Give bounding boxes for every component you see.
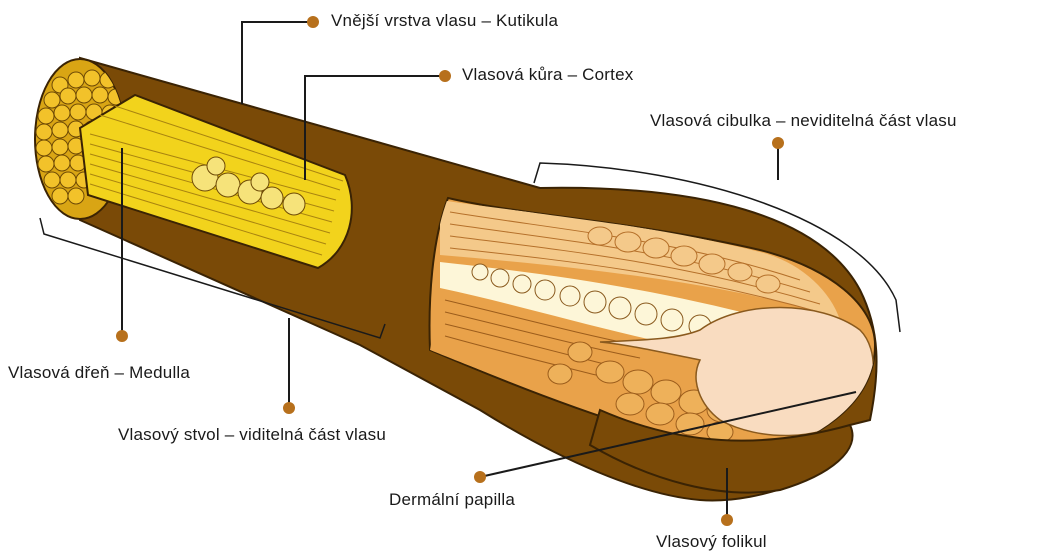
label-papilla: Dermální papilla bbox=[389, 490, 515, 510]
dot-papilla bbox=[474, 471, 486, 483]
label-bulb: Vlasová cibulka – neviditelná část vlasu bbox=[650, 111, 957, 131]
label-medulla: Vlasová dřeň – Medulla bbox=[8, 363, 190, 383]
label-follicle: Vlasový folikul bbox=[656, 532, 767, 552]
dot-follicle bbox=[721, 514, 733, 526]
dot-cortex bbox=[439, 70, 451, 82]
dot-cuticle bbox=[307, 16, 319, 28]
dot-medulla bbox=[116, 330, 128, 342]
label-shaft: Vlasový stvol – viditelná část vlasu bbox=[118, 425, 386, 445]
label-cortex: Vlasová kůra – Cortex bbox=[462, 65, 633, 85]
dot-bulb bbox=[772, 137, 784, 149]
label-cuticle: Vnější vrstva vlasu – Kutikula bbox=[331, 11, 558, 31]
dot-shaft bbox=[283, 402, 295, 414]
